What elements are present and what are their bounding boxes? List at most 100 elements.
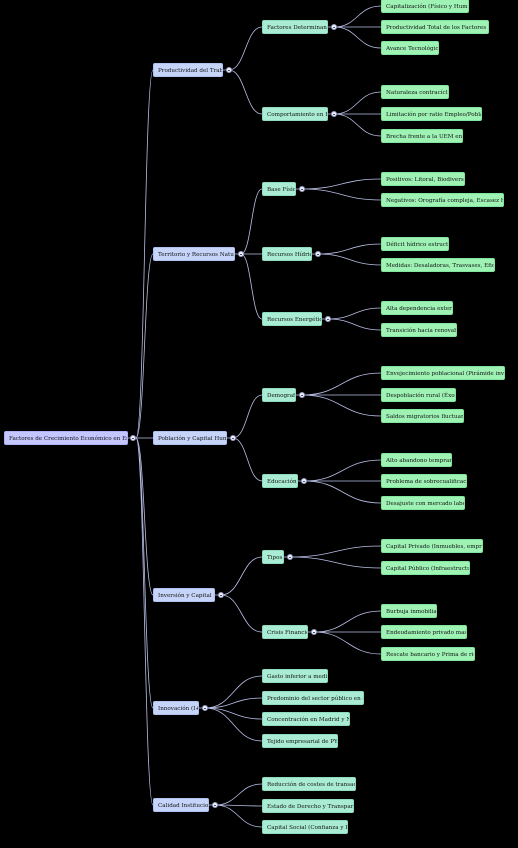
branch-collapse-toggle[interactable] (218, 592, 224, 598)
child-node[interactable]: Capital Social (Confianza y Ética) (262, 820, 348, 834)
leaf-node[interactable]: Desajuste con mercado laboral (381, 496, 465, 510)
leaf-connector (289, 556, 382, 569)
branch-node[interactable]: Territorio y Recursos Naturales (153, 247, 235, 261)
leaf-node[interactable]: Capital Público (Infraestructuras) (381, 561, 470, 575)
branch-collapse-toggle[interactable] (202, 705, 208, 711)
leaf-connector (317, 253, 382, 266)
child-collapse-toggle[interactable] (299, 186, 305, 192)
leaf-node[interactable]: Envejecimiento poblacional (Pirámide inv… (381, 366, 505, 380)
leaf-connector (327, 307, 382, 320)
branch-node[interactable]: Inversión y Capital Fijo (153, 588, 215, 602)
child-node[interactable]: Concentración en Madrid y Norte (262, 712, 350, 726)
leaf-node[interactable]: Alta dependencia externa (381, 301, 453, 315)
leaf-node[interactable]: Capital Privado (Inmuebles, empresas) (381, 539, 483, 553)
leaf-node[interactable]: Medidas: Desaladoras, Trasvases, Eficien… (381, 258, 495, 272)
child-node[interactable]: Crisis Financiera (262, 625, 308, 639)
child-connector (232, 437, 263, 482)
child-connector (228, 26, 263, 71)
child-collapse-toggle[interactable] (331, 111, 337, 117)
branch-node[interactable]: Calidad Institucional (153, 798, 209, 812)
branch-connector (135, 69, 154, 439)
leaf-node[interactable]: Déficit hídrico estructural (381, 237, 449, 251)
branch-connector (135, 437, 154, 709)
leaf-connector (333, 113, 382, 137)
branch-connector (135, 437, 154, 596)
child-collapse-toggle[interactable] (315, 251, 321, 257)
branch-collapse-toggle[interactable] (230, 435, 236, 441)
child-connector (204, 707, 263, 742)
leaf-connector (301, 178, 382, 190)
leaf-node[interactable]: Despoblación rural (Éxodo) (381, 388, 456, 402)
child-node[interactable]: Tipos (262, 550, 284, 564)
child-node[interactable]: Comportamiento en España (262, 107, 328, 121)
leaf-node[interactable]: Productividad Total de los Factores (PTF… (381, 20, 489, 34)
child-collapse-toggle[interactable] (299, 392, 305, 398)
branch-node[interactable]: Productividad del Trabajo (153, 63, 223, 77)
child-collapse-toggle[interactable] (325, 316, 331, 322)
leaf-node[interactable]: Brecha frente a la UEM en I+D (381, 129, 463, 143)
leaf-node[interactable]: Problema de sobrecualificación (381, 474, 467, 488)
branch-collapse-toggle[interactable] (226, 67, 232, 73)
leaf-node[interactable]: Burbuja inmobiliaria (381, 604, 437, 618)
child-node[interactable]: Demografía (262, 388, 296, 402)
leaf-connector (301, 188, 382, 201)
leaf-node[interactable]: Endeudamiento privado masivo (381, 625, 467, 639)
leaf-connector (327, 318, 382, 331)
child-node[interactable]: Gasto inferior a media UE (262, 669, 328, 683)
child-connector (240, 188, 263, 255)
leaf-node[interactable]: Limitación por ratio Empleo/Población (381, 107, 482, 121)
leaf-connector (303, 480, 382, 504)
child-connector (204, 675, 263, 709)
leaf-connector (333, 91, 382, 115)
child-node[interactable]: Predominio del sector público en el I+D (262, 691, 364, 705)
leaf-node[interactable]: Saldos migratorios fluctuantes (381, 409, 464, 423)
child-node[interactable]: Recursos Energéticos (262, 312, 322, 326)
branch-collapse-toggle[interactable] (212, 802, 218, 808)
root-node[interactable]: Factores de Crecimiento Económico en Esp… (4, 431, 128, 445)
child-node[interactable]: Educación (262, 474, 298, 488)
child-node[interactable]: Recursos Hídricos (262, 247, 312, 261)
leaf-node[interactable]: Negativos: Orografía compleja, Escasez h… (381, 193, 504, 207)
child-node[interactable]: Reducción de costes de transacción (262, 777, 356, 791)
leaf-node[interactable]: Rescate bancario y Prima de riesgo (381, 647, 475, 661)
child-connector (220, 594, 263, 633)
child-connector (204, 697, 263, 709)
leaf-node[interactable]: Positivos: Litoral, Biodiversidad (381, 172, 465, 186)
leaf-connector (301, 394, 382, 417)
leaf-connector (289, 545, 382, 558)
child-connector (228, 69, 263, 115)
child-node[interactable]: Factores Determinantes (262, 20, 328, 34)
branch-node[interactable]: Innovación (I+D) (153, 701, 199, 715)
root-collapse-toggle[interactable] (130, 435, 136, 441)
branch-collapse-toggle[interactable] (238, 251, 244, 257)
leaf-node[interactable]: Avance Tecnológico (381, 41, 439, 55)
child-node[interactable]: Estado de Derecho y Transparencia (262, 799, 354, 813)
child-connector (232, 394, 263, 439)
branch-connector (135, 253, 154, 439)
leaf-connector (317, 243, 382, 255)
child-connector (204, 707, 263, 720)
child-collapse-toggle[interactable] (311, 629, 317, 635)
child-connector (214, 804, 263, 828)
leaf-connector (333, 5, 382, 28)
child-node[interactable]: Tejido empresarial de PYMES (262, 734, 338, 748)
branch-node[interactable]: Población y Capital Humano (153, 431, 227, 445)
leaf-node[interactable]: Alto abandono temprano (381, 453, 452, 467)
child-connector (220, 556, 263, 596)
child-connector (240, 253, 263, 320)
child-collapse-toggle[interactable] (287, 554, 293, 560)
leaf-node[interactable]: Naturaleza contracíclica (381, 85, 449, 99)
leaf-connector (301, 372, 382, 396)
child-connector (214, 783, 263, 806)
child-collapse-toggle[interactable] (301, 478, 307, 484)
leaf-connector (303, 459, 382, 482)
child-node[interactable]: Base Física (262, 182, 296, 196)
child-collapse-toggle[interactable] (331, 24, 337, 30)
leaf-connector (333, 26, 382, 49)
leaf-node[interactable]: Capitalización (Físico y Humano) (381, 0, 469, 13)
leaf-connector (313, 631, 382, 655)
branch-connector (135, 437, 154, 806)
leaf-node[interactable]: Transición hacia renovables (381, 323, 457, 337)
leaf-connector (313, 610, 382, 633)
